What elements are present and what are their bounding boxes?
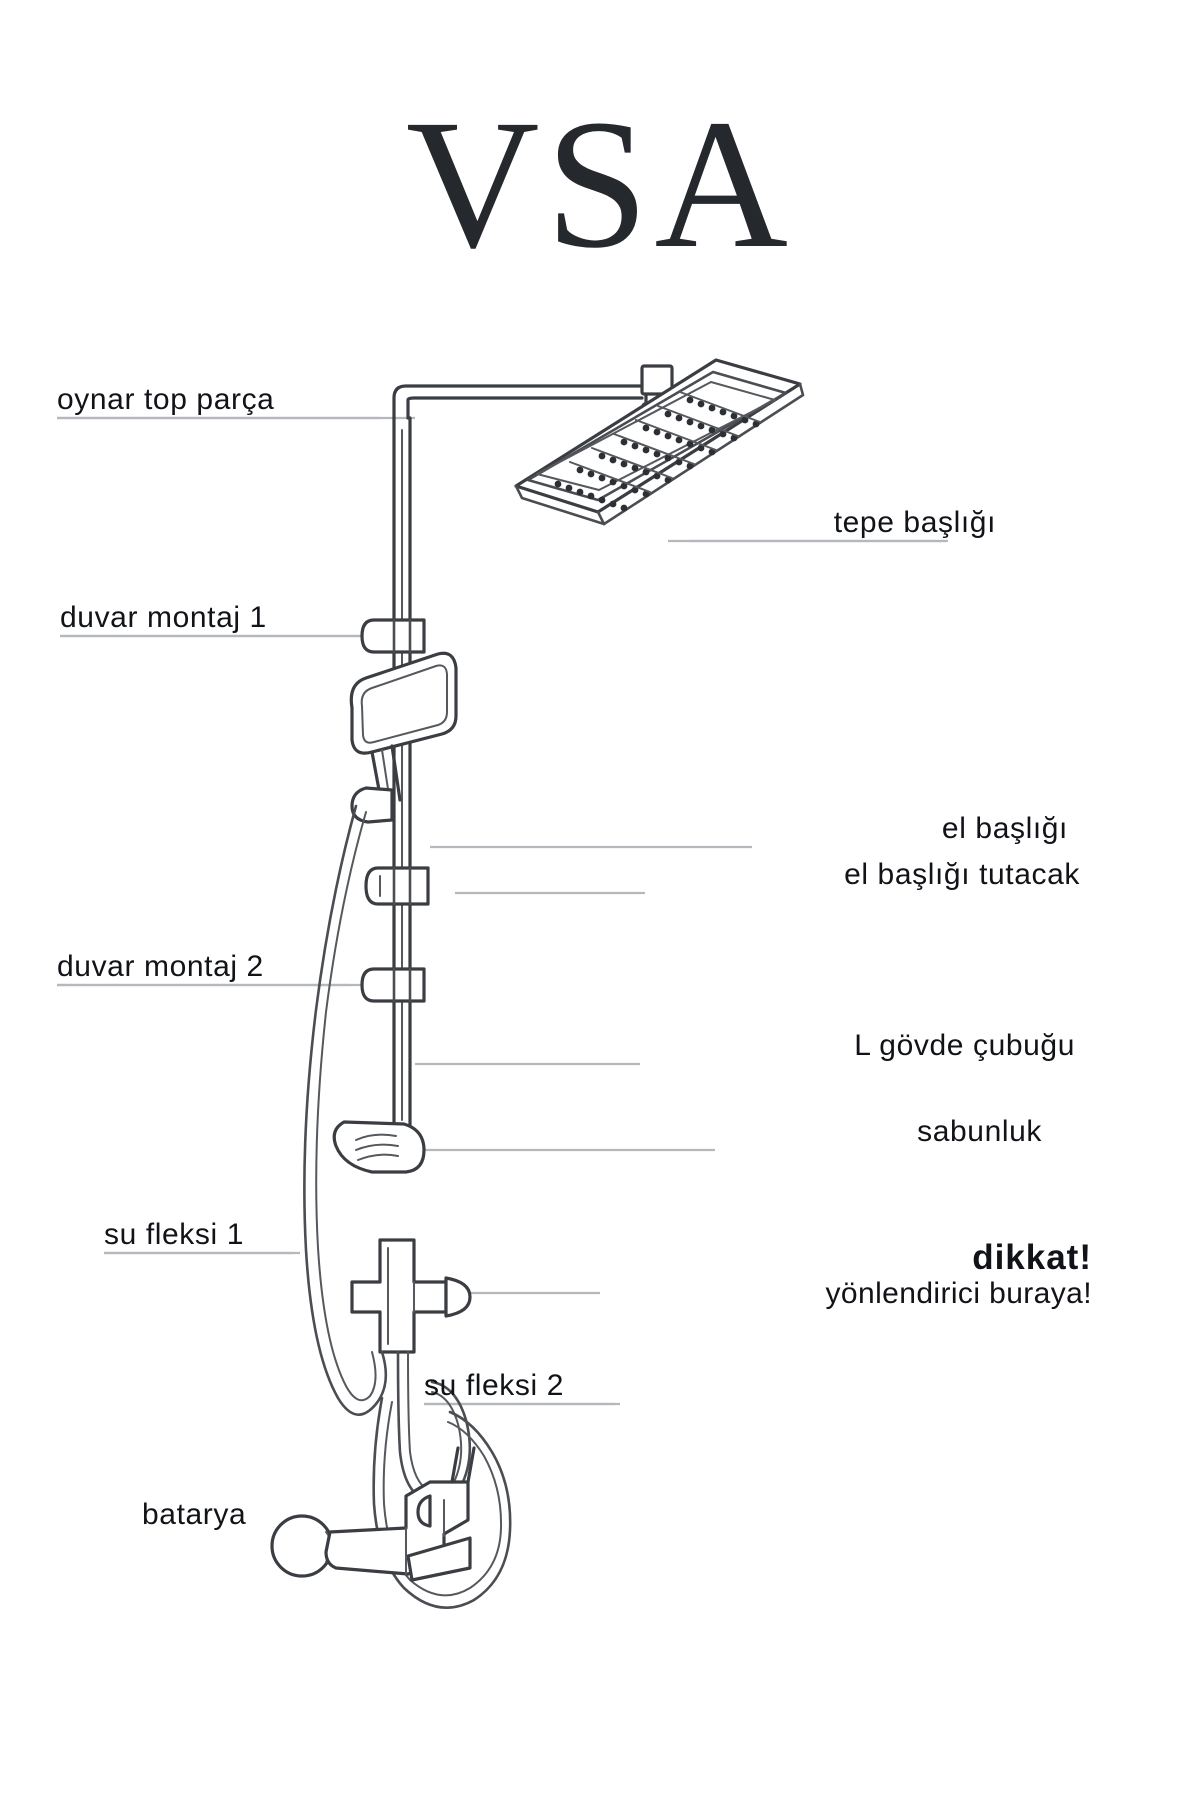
hand-shower-head <box>349 651 458 824</box>
top-arm <box>392 364 674 420</box>
callout-label-su-fleksi-2: su fleksi 2 <box>424 1369 564 1402</box>
callout-label-duvar-montaj-1: duvar montaj 1 <box>60 601 267 634</box>
warning-callout: dikkat! yönlendirici buraya! <box>632 1238 1092 1310</box>
hand-shower-holder <box>364 866 430 906</box>
warning-text: yönlendirici buraya! <box>825 1276 1092 1310</box>
callout-label-tepe-basligi: tepe başlığı <box>833 506 996 539</box>
wall-bracket-1 <box>360 618 426 654</box>
callout-label-el-basligi: el başlığı <box>941 812 1068 845</box>
brand-title: VSA <box>405 82 795 287</box>
riser-bar <box>392 416 412 1130</box>
warning-title: dikkat! <box>972 1238 1092 1277</box>
diverter-valve <box>350 1238 472 1354</box>
callout-label-l-govde-cubugu: L gövde çubuğu <box>854 1029 1075 1062</box>
callout-label-su-fleksi-1: su fleksi 1 <box>104 1218 244 1251</box>
callout-label-sabunluk: sabunluk <box>917 1115 1042 1148</box>
rain-shower-head <box>514 358 805 526</box>
faucet-mixer <box>270 1446 476 1582</box>
callout-label-duvar-montaj-2: duvar montaj 2 <box>57 950 264 983</box>
callout-label-el-basligi-tutacak: el başlığı tutacak <box>844 858 1080 891</box>
water-hose-1 <box>303 804 388 1416</box>
callout-label-oynar-top-parca: oynar top parça <box>57 383 275 416</box>
callout-label-batarya: batarya <box>142 1498 247 1531</box>
soap-dish <box>332 1120 426 1174</box>
water-hose-1-tail <box>372 1396 512 1609</box>
label-underlines <box>57 416 948 1406</box>
wall-bracket-2 <box>360 967 426 1003</box>
